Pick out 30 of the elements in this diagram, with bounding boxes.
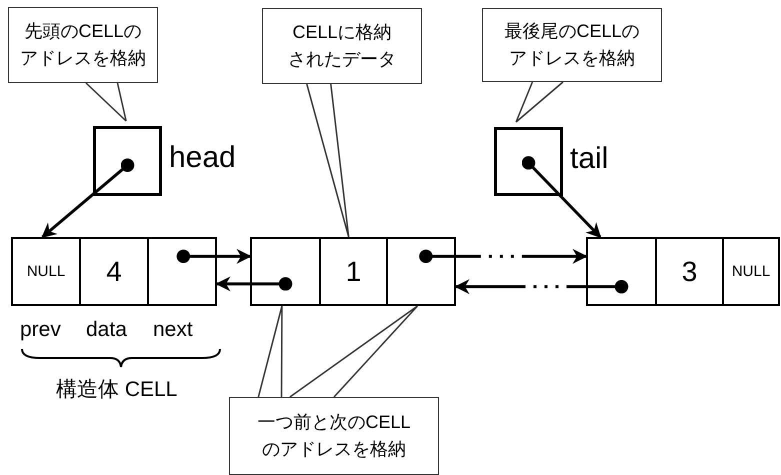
pointer-arrow [454,279,628,294]
prev-cell: NULL [11,237,81,306]
next-cell [147,237,217,306]
callout-pointer [289,305,418,398]
field-name: data [86,318,127,342]
prev-cell [586,237,657,306]
data-cell: 1 [319,237,388,306]
callout-box: 一つ前と次のCELLのアドレスを格納 [229,397,439,475]
callout-pointer [85,82,127,122]
data-cell: 3 [655,237,724,306]
next-cell [386,237,456,306]
field-name: prev [20,318,61,342]
callout-box: 先頭のCELLのアドレスを格納 [8,7,158,83]
pointer-arrow [216,276,292,292]
pointer-arrow [522,156,602,238]
pointer-arrow [176,248,252,264]
pointer-arrow [419,248,588,264]
variable-name: tail [570,142,608,176]
callout-box: 最後尾のCELLのアドレスを格納 [482,8,662,82]
data-cell: 4 [79,237,149,306]
pointer-arrow [41,158,134,238]
callout-pointer [306,83,350,238]
variable-name: head [169,141,236,175]
field-name: next [153,318,193,342]
callout-pointer [258,305,283,398]
callout-box: CELLに格納されたデータ [262,8,422,84]
callout-pointer [515,81,564,123]
next-cell: NULL [722,237,780,306]
struct-name: 構造体 CELL [56,377,178,403]
prev-cell [250,237,321,306]
